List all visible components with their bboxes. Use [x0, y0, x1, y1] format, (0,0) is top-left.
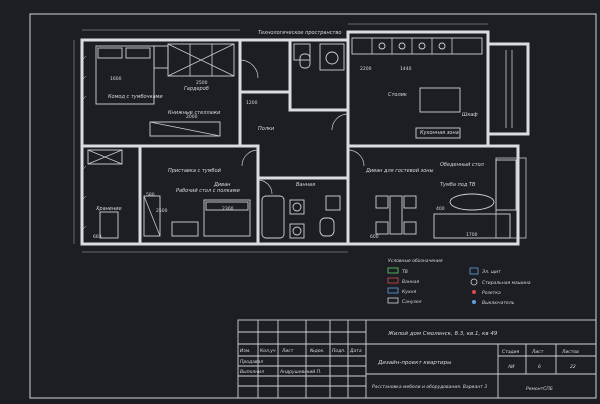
- bathtub: [261, 195, 285, 239]
- balcony: [505, 50, 513, 128]
- legend-swatch-wc: [387, 297, 399, 304]
- kitchen-counter: [351, 37, 483, 55]
- legend-swatch-kitchen: [387, 287, 399, 294]
- bookshelf-label: Книжные стеллажи: [168, 110, 221, 116]
- sideboard-label: Шкаф: [462, 112, 478, 118]
- tb-row-header-5: Подп.: [332, 348, 346, 354]
- tb-row-header-1: Изм.: [240, 348, 251, 354]
- tb-role-2: Выполнил: [240, 369, 264, 375]
- wardrobe: [167, 43, 235, 77]
- legend-swatch-socket: [472, 290, 476, 294]
- legend-swatch-bath: [387, 277, 399, 284]
- legend-item-bath: Ванная: [402, 279, 419, 285]
- storage-room: 663 Хранение: [87, 149, 123, 240]
- console-label: Приставка с тумбой: [168, 168, 222, 174]
- legend-swatch-washer: [470, 278, 478, 286]
- sofa-bed-label: Диван: [213, 182, 231, 188]
- tb-col-stage: Стадия: [502, 349, 520, 355]
- small-table-label: Столик: [388, 92, 407, 98]
- dining-table: [389, 195, 403, 235]
- tv-unit: [495, 159, 517, 211]
- doors: [239, 59, 365, 195]
- legend-item-panel: Эл. щит: [481, 269, 501, 275]
- living-room: Диван для гостевой зоны Обеденный стол Т…: [156, 159, 517, 240]
- dining-table-label: Обеденный стол: [440, 162, 485, 168]
- legend-swatch-tv: [387, 267, 399, 274]
- kitchen-width-label: 2200: [360, 66, 372, 72]
- legend-item-switch: Выключатель: [482, 300, 515, 306]
- tb-col-sheet: Лист: [531, 349, 544, 355]
- living-width-label: 1700: [466, 232, 478, 238]
- storage-label: Хранение: [95, 206, 122, 212]
- legend-item-kitchen: Кухня: [402, 289, 416, 295]
- tb-person: Андрушевский П.: [279, 369, 321, 375]
- bookshelf-width-label: 2000: [186, 114, 198, 120]
- wardrobe-width-label: 2500: [196, 80, 208, 86]
- tb-sheets-value: 22: [570, 364, 576, 370]
- storage-width-label: 663: [93, 234, 102, 240]
- bathroom-room: Ванная: [261, 182, 341, 239]
- desk: [171, 221, 199, 237]
- study-room: Приставка с тумбой Рабочий стол с полкам…: [143, 168, 251, 237]
- bedroom: 1600 2500 Гардероб Комод с тумбочками 20…: [95, 43, 275, 137]
- console-width-label: 580: [146, 192, 155, 198]
- tb-col-sheets: Листов: [561, 349, 579, 355]
- sofa-bed: [203, 199, 251, 237]
- tech-room: Технологическое пространство 1200: [246, 30, 345, 106]
- sofa-width-label: 2300: [222, 206, 234, 212]
- toilet: [319, 217, 335, 237]
- legend-swatch-panel: [469, 267, 479, 275]
- title-block: [237, 319, 597, 399]
- tb-stage-value: АИ: [507, 364, 515, 370]
- tb-project: Дизайн-проект квартиры: [377, 360, 452, 366]
- legend-title: Условные обозначения: [388, 258, 443, 264]
- legend-item-socket: Розетка: [482, 290, 501, 296]
- bathroom-label: Ванная: [296, 182, 315, 188]
- study-width-label: 2500: [156, 208, 168, 214]
- washing-machine: [289, 223, 305, 239]
- tb-row-header-4: №док.: [309, 348, 325, 354]
- tb-sheet-title: Расстановка мебели и оборудования. Вариа…: [372, 384, 487, 390]
- tb-role-1: Продавал: [240, 359, 263, 365]
- tb-org: РемонтСПБ: [526, 386, 553, 392]
- kitchen-zone-label: Кухонная зона: [420, 130, 459, 136]
- living-width-label-3: 400: [436, 206, 445, 212]
- kitchen-table: [419, 87, 461, 113]
- console-unit: [143, 195, 161, 237]
- tech-width-label: 1200: [246, 100, 258, 106]
- legend-swatch-switch: [472, 300, 476, 304]
- living-width-label-2: 600: [370, 234, 379, 240]
- desk-label: Рабочий стол с полками: [176, 188, 240, 194]
- wardrobe-label: Гардероб: [184, 86, 209, 92]
- bed: [95, 45, 155, 105]
- kitchen-room: 2200 1440 Столик Кухонная зона Шкаф: [351, 37, 483, 139]
- bedroom-chest-label: Комод с тумбочками: [108, 94, 163, 100]
- bookshelf: [149, 121, 221, 137]
- legend-item-washer: Стиральная машина: [482, 280, 531, 286]
- tech-space-label: Технологическое пространство: [258, 30, 341, 36]
- tb-sheet-value: 6: [538, 364, 541, 370]
- bed-size-label: 1600: [110, 76, 122, 82]
- wall-hatch: [81, 55, 87, 231]
- kitchen-width-label-2: 1440: [400, 66, 412, 72]
- shelving-label: Полки: [258, 126, 275, 132]
- tb-row-header-6: Дата: [349, 348, 362, 354]
- walls: [80, 30, 530, 246]
- tb-address: Жилой дом Смоленск, 8.3, кв.1, кв 49: [387, 331, 498, 337]
- guest-sofa: [433, 213, 511, 239]
- dimensions: [73, 23, 488, 253]
- coffee-table: [449, 193, 495, 211]
- legend-item-wc: Санузел: [402, 299, 422, 305]
- dining-sofa-label: Диван для гостевой зоны: [365, 168, 434, 174]
- tv-unit-label: Тумба под ТВ: [440, 182, 476, 188]
- tb-row-header-2: Кол.уч: [260, 348, 276, 354]
- tb-row-header-3: Лист: [281, 348, 294, 354]
- legend-item-tv: ТВ: [402, 269, 408, 275]
- legend: Условные обозначения ТВ Ванная Кухня Сан…: [387, 258, 531, 306]
